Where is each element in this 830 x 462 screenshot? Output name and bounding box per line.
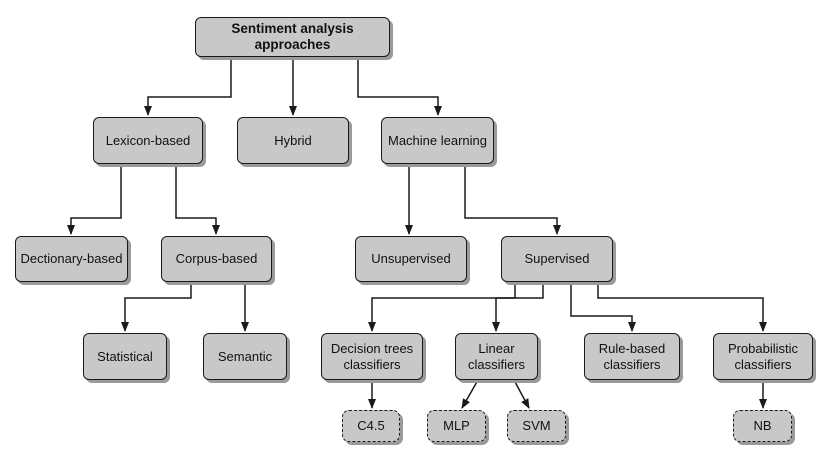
node-dictionary-based: Dectionary-based	[15, 236, 128, 282]
edge-supervised-rule-based	[570, 282, 636, 332]
node-c45: C4.5	[342, 410, 400, 442]
node-label: SVM	[522, 418, 551, 433]
node-label: Lexicon-based	[105, 132, 191, 148]
edge-supervised-probabilistic	[597, 282, 767, 332]
node-label: NB	[753, 418, 772, 433]
edge-supervised-linear	[492, 282, 544, 332]
edge-supervised-decision-trees	[368, 282, 516, 332]
node-label: Statistical	[97, 348, 153, 364]
edge-lexicon-corpus	[175, 164, 220, 235]
node-machine-learning: Machine learning	[381, 117, 494, 164]
node-label: Dectionary-based	[20, 251, 123, 266]
node-label: Decision trees classifiers	[330, 340, 414, 372]
node-corpus-based: Corpus-based	[161, 236, 272, 282]
edge-linear-svm	[513, 379, 530, 409]
node-label: C4.5	[357, 418, 385, 433]
edge-linear-mlp	[461, 379, 479, 409]
node-rule-based-classifiers: Rule-based classifiers	[584, 333, 680, 380]
edge-root-ml	[357, 57, 442, 116]
node-semantic: Semantic	[203, 333, 287, 380]
node-nb: NB	[733, 410, 792, 442]
node-lexicon-based: Lexicon-based	[93, 117, 203, 164]
node-label: Supervised	[524, 251, 590, 266]
node-label: Rule-based classifiers	[598, 340, 666, 372]
node-label: Linear classifiers	[467, 340, 526, 372]
node-label: Semantic	[217, 348, 273, 364]
node-label: Machine learning	[387, 132, 487, 148]
node-unsupervised: Unsupervised	[355, 236, 467, 282]
node-label: Unsupervised	[371, 251, 451, 266]
edge-root-lexicon	[144, 57, 232, 116]
node-label: Hybrid	[274, 132, 312, 148]
node-linear-classifiers: Linear classifiers	[455, 333, 538, 380]
node-svm: SVM	[507, 410, 566, 442]
node-supervised: Supervised	[501, 236, 613, 282]
edge-lexicon-dictionary	[67, 164, 122, 235]
node-hybrid: Hybrid	[237, 117, 349, 164]
node-mlp: MLP	[427, 410, 486, 442]
edge-ml-supervised	[464, 164, 561, 235]
node-label: MLP	[443, 418, 470, 433]
edge-corpus-statistical	[121, 282, 192, 332]
node-probabilistic-classifiers: Probabilistic classifiers	[713, 333, 813, 380]
node-label: Corpus-based	[175, 251, 258, 266]
node-label: Probabilistic classifiers	[727, 340, 799, 372]
node-decision-trees-classifiers: Decision trees classifiers	[321, 333, 423, 380]
node-sentiment-analysis-approaches: Sentiment analysis approaches	[195, 17, 390, 57]
node-label: Sentiment analysis approaches	[231, 21, 354, 52]
node-statistical: Statistical	[83, 333, 167, 380]
